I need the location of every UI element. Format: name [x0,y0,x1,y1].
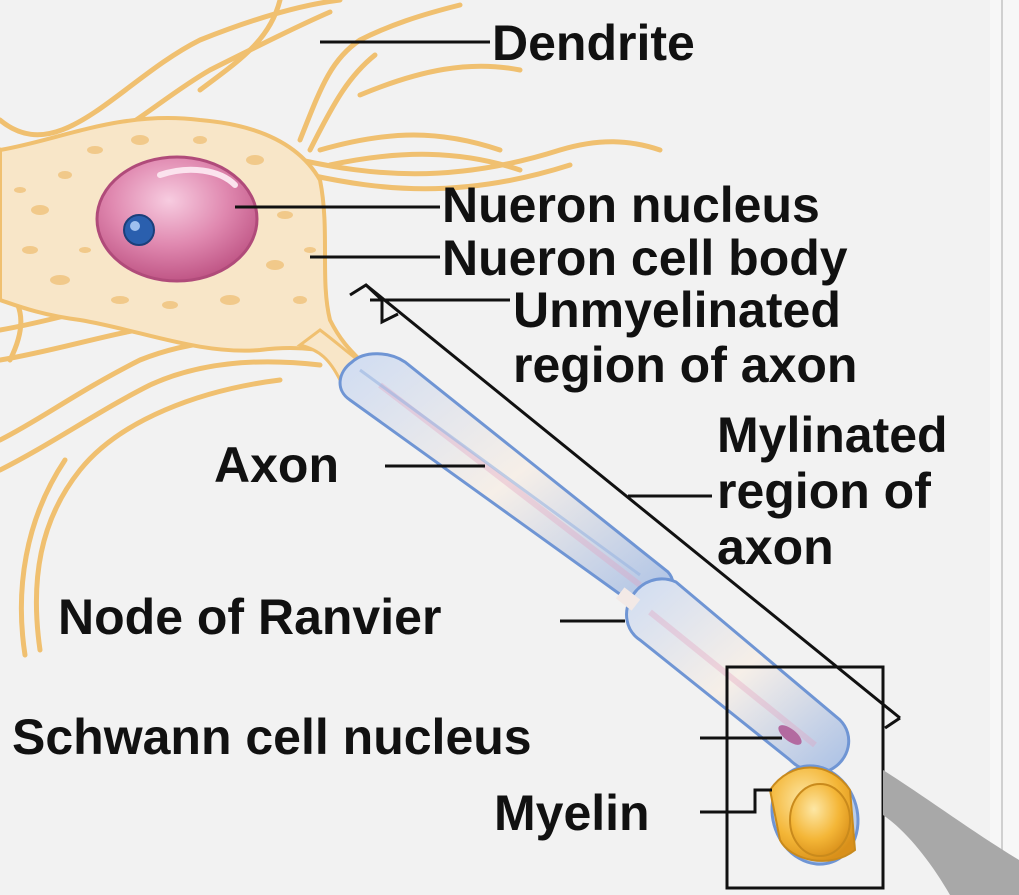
label-unmyelinated-line1: Unmyelinated [513,285,841,335]
label-neuron-nucleus: Nueron nucleus [442,180,820,230]
label-unmyelinated-line2: region of axon [513,340,857,390]
label-myelinated-line2: region of [717,466,931,516]
label-myelinated-line1: Mylinated [717,410,948,460]
neuron-nucleus [97,157,257,281]
label-neuron-cell-body: Nueron cell body [442,233,848,283]
label-axon: Axon [214,440,339,490]
label-myelinated-line3: axon [717,522,834,572]
label-dendrite: Dendrite [492,18,695,68]
label-node-of-ranvier: Node of Ranvier [58,592,441,642]
label-myelin: Myelin [494,788,650,838]
label-schwann-cell-nucleus: Schwann cell nucleus [12,712,532,762]
